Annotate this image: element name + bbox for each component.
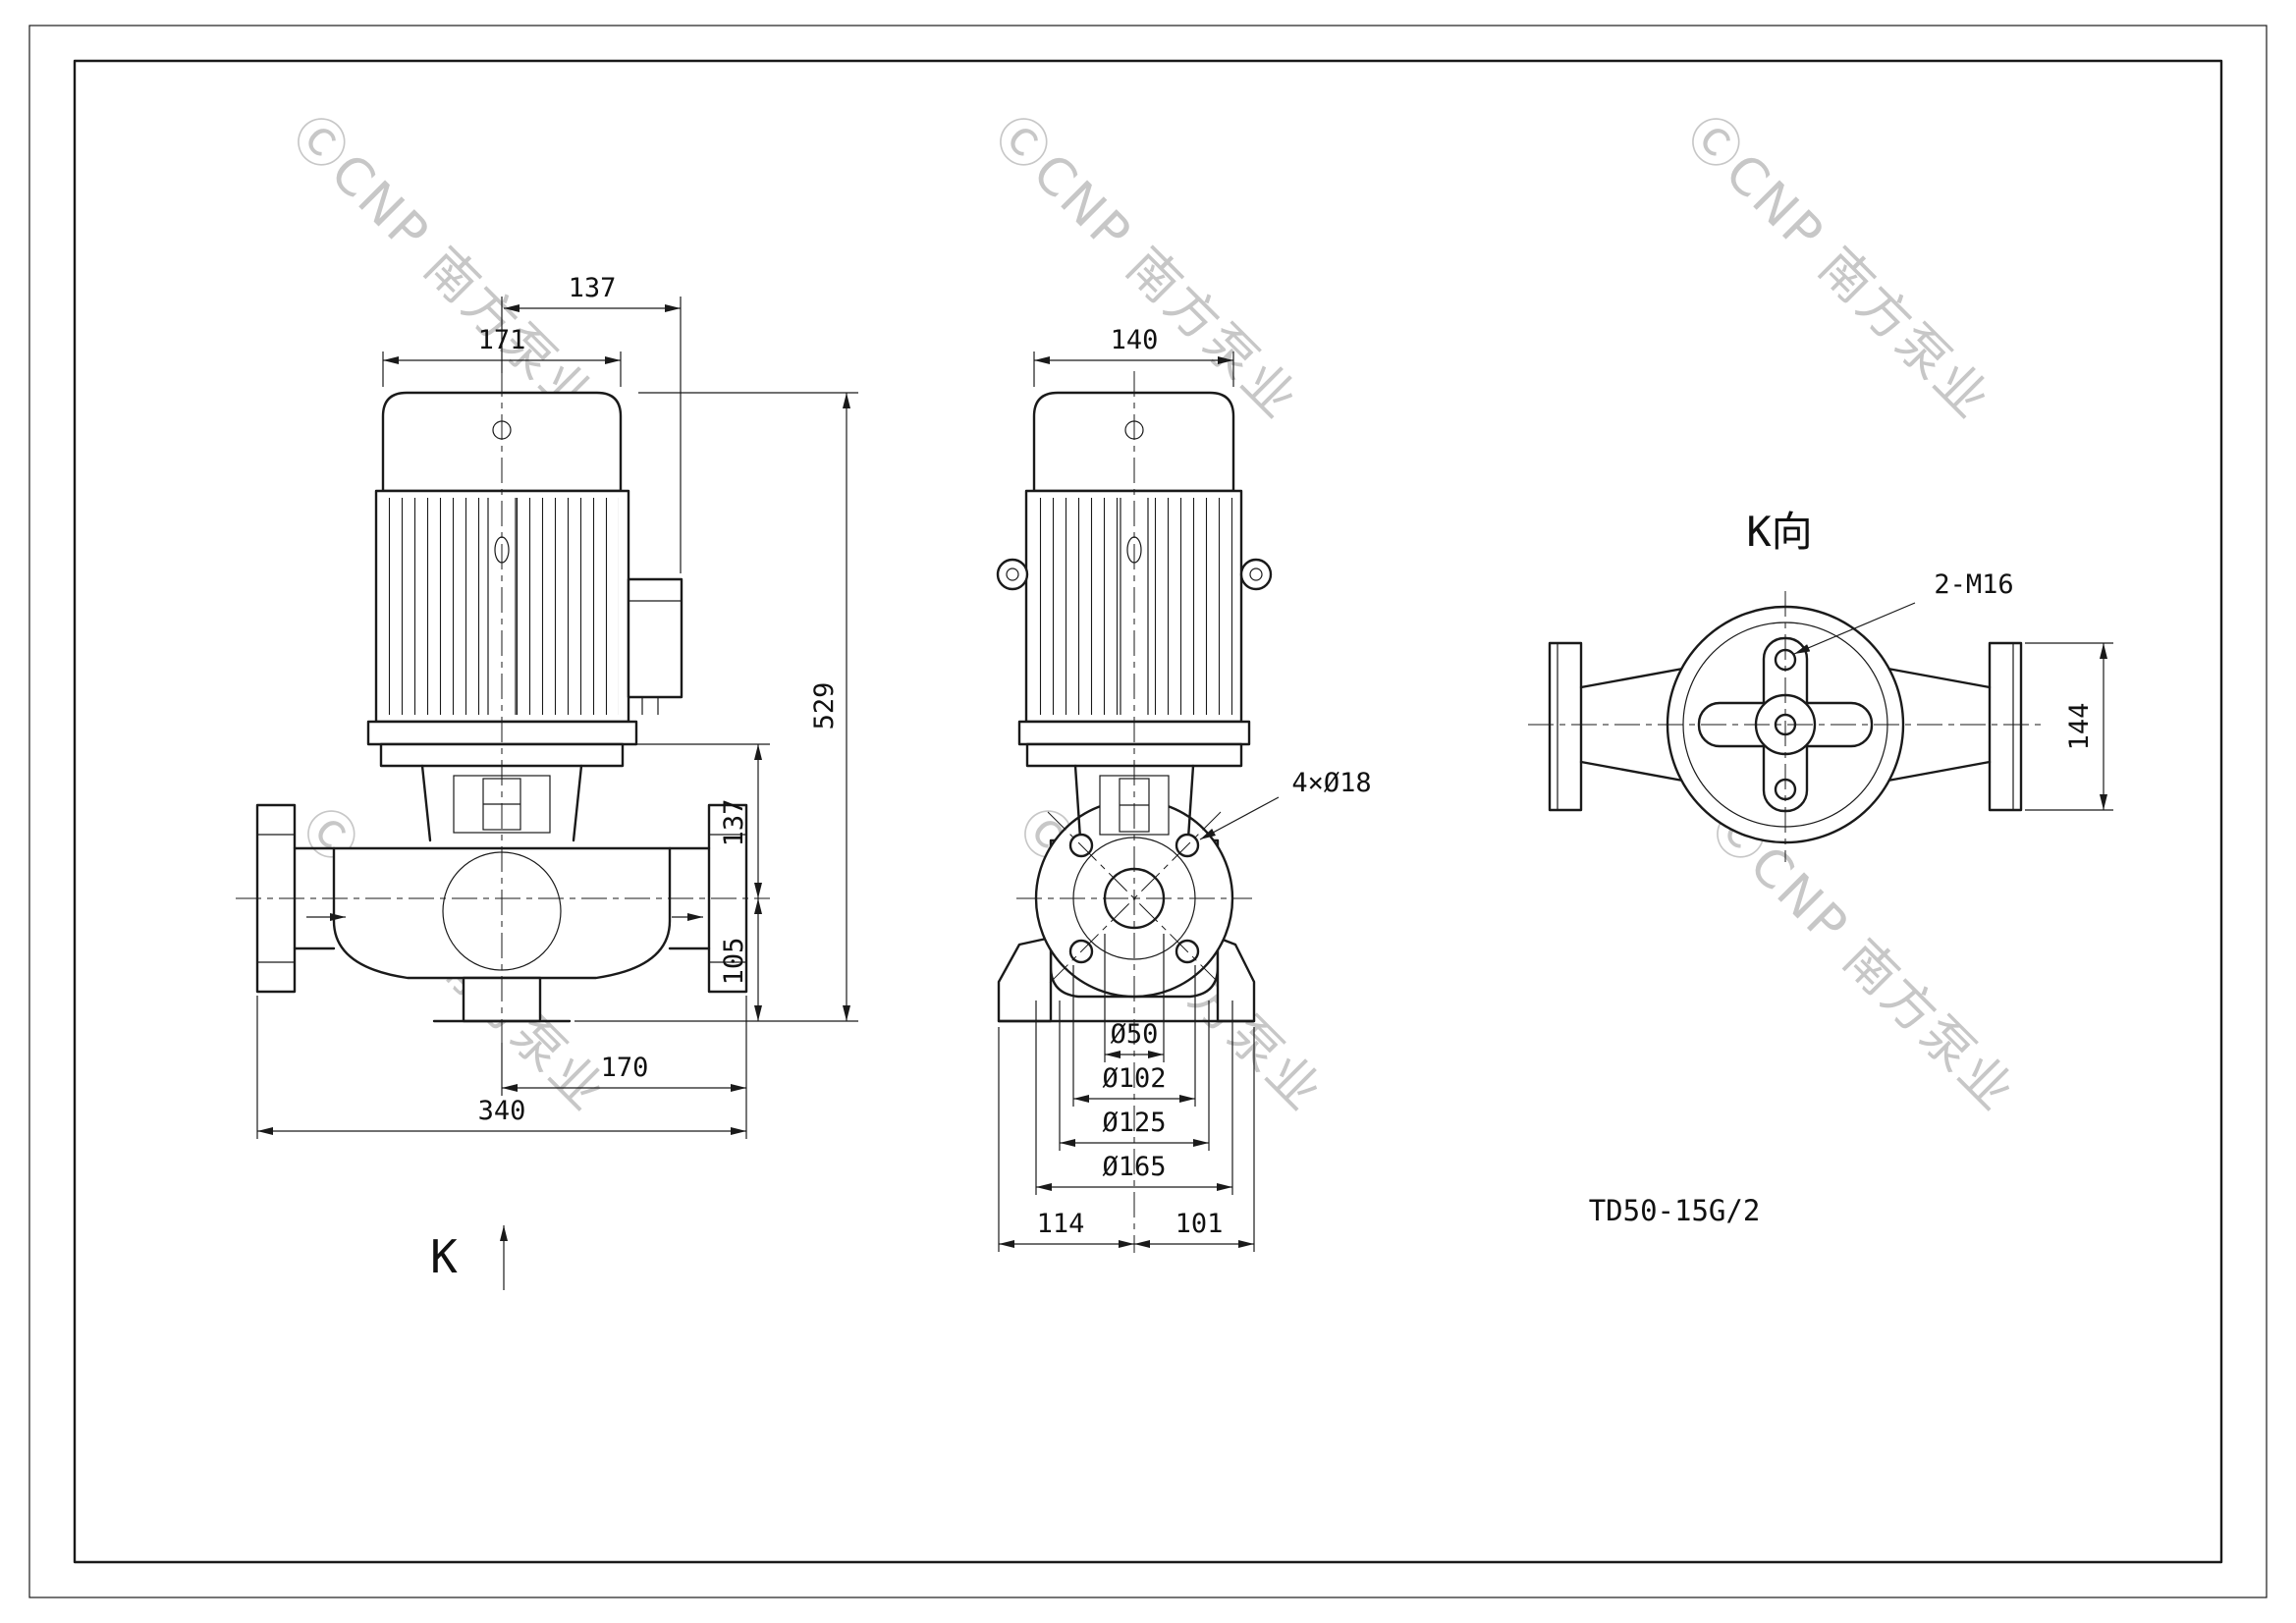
lifting-eye <box>996 558 1029 591</box>
discharge-flange <box>1988 641 2023 812</box>
dim-label: 140 <box>1111 325 1159 355</box>
lifting-eye <box>1239 558 1273 591</box>
dimension-bolt-holes: 4×Ø18 <box>1199 768 1372 840</box>
watermark: ⒸCNP 南方泵业 <box>983 105 1309 431</box>
outer-border <box>28 25 2268 1598</box>
dim-label: 114 <box>1037 1209 1085 1239</box>
dimension-center-to-face: 137 <box>589 743 770 898</box>
dim-label: 4×Ø18 <box>1291 768 1371 798</box>
side-view <box>996 371 1273 1253</box>
dim-label: 101 <box>1175 1209 1224 1239</box>
watermark: ⒸCNP 南方泵业 <box>1675 105 2001 431</box>
dim-label: 137 <box>719 799 749 847</box>
inner-border <box>73 59 2223 1564</box>
motor-fan-cover <box>1032 391 1235 493</box>
motor-fan-cover <box>381 391 623 493</box>
dimension-motor-depth: 140 <box>1033 325 1234 387</box>
dimension-flange-od: Ø165 <box>1035 1001 1233 1195</box>
dimension-half-span: 170 <box>501 996 747 1139</box>
suction-flange <box>1548 641 1583 812</box>
k-label: K <box>430 1230 458 1283</box>
dim-label: Ø165 <box>1102 1152 1166 1182</box>
dimension-bolt-circle: Ø125 <box>1059 1001 1210 1151</box>
dim-label: 529 <box>809 682 840 730</box>
dimension-tapped-holes: 2-M16 <box>1793 569 2014 655</box>
dimension-center-to-base: 105 <box>719 898 762 1021</box>
watermark: ⒸCNP 南方泵业 <box>281 105 607 431</box>
dim-label: 105 <box>719 938 749 986</box>
foot-left <box>997 936 1053 1023</box>
dim-label: 137 <box>569 273 617 303</box>
model-number: TD50-15G/2 <box>1589 1194 1761 1227</box>
k-direction-view <box>1528 591 2047 862</box>
dim-label: 340 <box>478 1096 526 1126</box>
dim-label: 2-M16 <box>1934 569 2013 600</box>
dim-label: Ø102 <box>1102 1063 1166 1094</box>
k-view-title: K向 <box>1746 508 1812 556</box>
dimension-top-offset: 137 <box>501 273 682 573</box>
k-direction-marker: K <box>430 1225 508 1290</box>
front-view <box>236 371 770 1043</box>
dim-label: 170 <box>601 1053 649 1083</box>
dimension-raised-face: Ø102 <box>1072 965 1196 1107</box>
dimension-total-height: 529 <box>574 392 858 1022</box>
terminal-box <box>627 577 683 699</box>
foot-right <box>1216 936 1256 1023</box>
dim-label: 171 <box>478 325 526 355</box>
watermark: ⒸCNP 南方泵业 <box>1700 797 2026 1123</box>
dimension-base: 114 101 <box>998 1027 1255 1252</box>
dimension-motor-width: 171 <box>382 325 622 387</box>
dim-label: 144 <box>2064 703 2095 751</box>
dim-label: Ø50 <box>1111 1019 1159 1050</box>
dimension-flange-width: 144 <box>2025 642 2113 811</box>
dimension-bore: Ø50 <box>1104 934 1165 1062</box>
dim-label: Ø125 <box>1102 1108 1166 1138</box>
dimension-flange-span: 340 <box>256 996 746 1139</box>
